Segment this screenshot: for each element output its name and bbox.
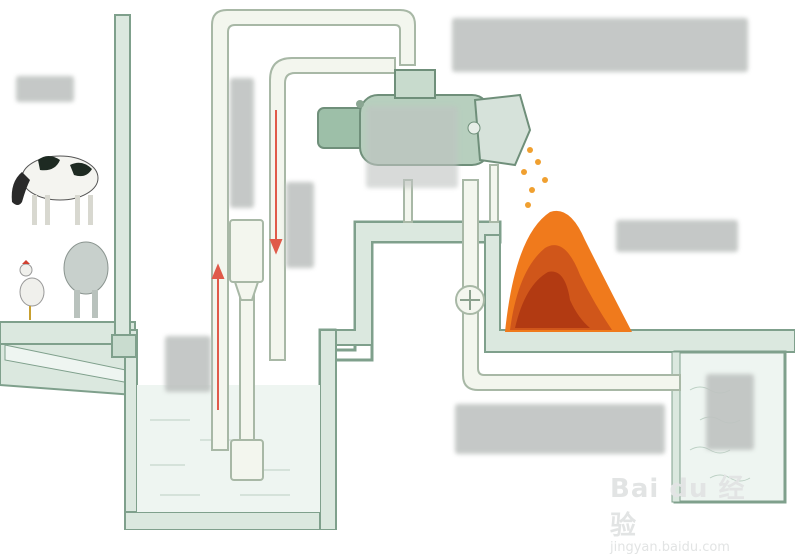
- cow-body: [21, 155, 99, 201]
- pipes: [211, 9, 681, 481]
- cow-leg: [88, 195, 93, 225]
- machine-leg: [489, 164, 499, 223]
- particle: [525, 202, 531, 208]
- tank-label: [706, 374, 754, 450]
- machine-label: [366, 106, 458, 188]
- flow-arrows: [211, 110, 283, 410]
- pit-right-wall: [319, 329, 337, 530]
- pile-core: [515, 271, 590, 328]
- drain-box: [111, 334, 137, 358]
- separator-screen: [473, 93, 532, 167]
- gauge: [467, 121, 481, 135]
- solids-pile: [505, 210, 632, 332]
- flow-label: [286, 182, 314, 268]
- title-label: [452, 18, 748, 72]
- pig-leg: [92, 290, 98, 318]
- flow-meter-mark: [460, 290, 480, 310]
- bolt: [356, 100, 364, 108]
- bottom-label: [455, 404, 665, 454]
- chicken-comb: [22, 260, 30, 264]
- separator-diagram: [0, 9, 795, 530]
- pig-icon: [63, 241, 109, 318]
- pump-base: [230, 439, 264, 481]
- pit-bottom: [124, 511, 336, 530]
- feed-pipe-down: [239, 289, 255, 451]
- arrow-head-up: [211, 263, 225, 279]
- pipe-label: [230, 78, 254, 208]
- particle: [542, 177, 548, 183]
- particle: [527, 147, 533, 153]
- pump-neck: [233, 281, 260, 301]
- pit-left-wall: [124, 329, 138, 530]
- chicken-head: [19, 263, 33, 277]
- barn-wall-post: [114, 14, 131, 346]
- particle: [529, 187, 535, 193]
- pit-label: [165, 336, 211, 392]
- watermark-url: jingyan.baidu.com: [610, 540, 730, 555]
- tank-left-wall: [671, 351, 681, 503]
- suction-pipe-outer: [211, 9, 416, 451]
- particle: [535, 159, 541, 165]
- chicken-icon: [19, 260, 45, 320]
- cow-icon: [11, 155, 99, 225]
- particle: [521, 169, 527, 175]
- pig-body: [63, 241, 109, 295]
- pump-body: [229, 219, 264, 283]
- pile-floor: [484, 234, 795, 353]
- cow-spots: [38, 156, 92, 177]
- pig-leg: [74, 290, 80, 318]
- arrow-head-down: [269, 239, 283, 255]
- liquid-outlet-pipe: [462, 179, 681, 391]
- baidu-jingyan-watermark: Bai du 经验 jingyan.baidu.com: [610, 468, 770, 555]
- animal-label: [16, 76, 74, 102]
- cow-leg: [75, 195, 80, 225]
- chicken-body: [19, 277, 45, 307]
- cow-head: [11, 172, 30, 205]
- inlet-hopper: [394, 69, 436, 99]
- cow-leg: [45, 195, 50, 225]
- falling-solids: [521, 147, 548, 208]
- cow-leg: [32, 195, 37, 225]
- livestock: [11, 155, 109, 320]
- watermark-brand: Bai du 经验: [610, 474, 746, 541]
- pile-label: [616, 220, 738, 252]
